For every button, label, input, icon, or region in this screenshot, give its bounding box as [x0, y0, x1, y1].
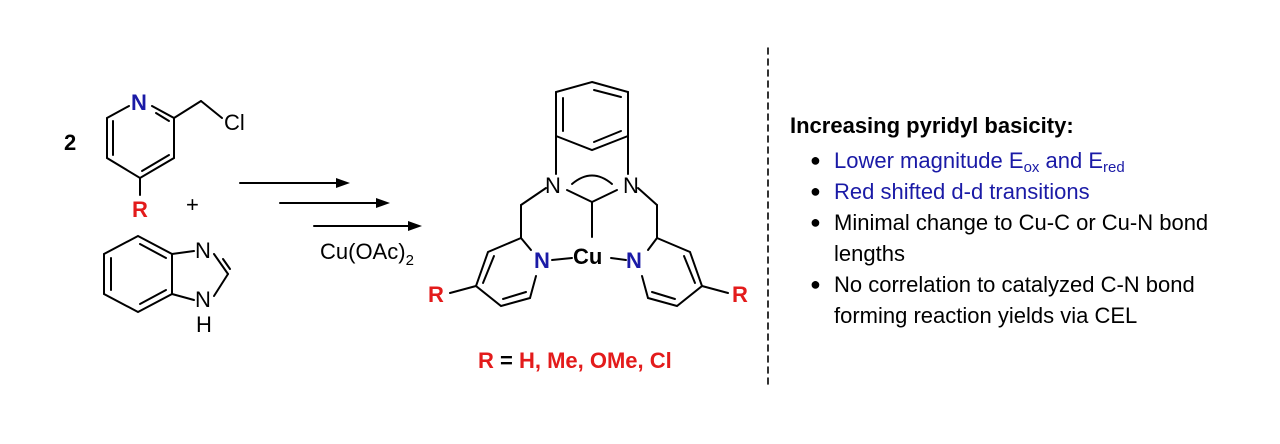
r-substituent-right: R — [732, 282, 748, 307]
reagent-subscript: 2 — [406, 252, 414, 269]
benzimidazole-nh-hydrogen: H — [196, 312, 212, 337]
benzimidazole-imine-nitrogen: N — [195, 238, 211, 263]
benzimidazole-benzene-ring — [103, 234, 173, 314]
plus-sign: + — [186, 192, 199, 217]
r-substituent-reactant: R — [132, 197, 148, 222]
summary-item-dd-transitions: ● Red shifted d-d transitions — [790, 176, 1270, 207]
pyridine-nitrogen-left: N — [534, 248, 550, 273]
bullet-icon: ● — [810, 212, 821, 232]
copper-center: Cu — [573, 244, 602, 269]
summary-item-redox: ● Lower magnitude Eox and Ered — [790, 145, 1270, 176]
reagent-label: Cu(OAc)2 — [320, 239, 414, 269]
chloromethyl-bond — [173, 100, 202, 119]
pyridine-nitrogen-right: N — [626, 248, 642, 273]
right-pyridine-ring — [647, 237, 658, 251]
stoichiometric-coefficient: 2 — [64, 130, 76, 155]
r-group-definition: R = H, Me, OMe, Cl — [478, 348, 672, 373]
basicity-summary: Increasing pyridyl basicity: ● Lower mag… — [790, 110, 1270, 331]
product-benzene-ring — [555, 80, 629, 152]
summary-item-yields: ● No correlation to catalyzed C-N bond f… — [790, 269, 1214, 331]
bullet-icon: ● — [810, 274, 821, 294]
imidazole-nitrogen-right: N — [623, 173, 639, 198]
summary-item-bond-lengths: ● Minimal change to Cu-C or Cu-N bond le… — [790, 207, 1214, 269]
carbene-delocalization-arc — [571, 174, 613, 185]
left-pyridine-ring — [520, 237, 532, 251]
imidazole-nitrogen-left: N — [545, 173, 561, 198]
bullet-icon: ● — [810, 150, 821, 170]
bullet-icon: ● — [810, 181, 821, 201]
benzimidazole-nh-nitrogen: N — [195, 287, 211, 312]
pyridine-nitrogen: N — [131, 90, 147, 115]
r-substituent-left: R — [428, 282, 444, 307]
chloro-substituent: Cl — [224, 110, 245, 135]
summary-heading: Increasing pyridyl basicity: — [790, 113, 1074, 138]
